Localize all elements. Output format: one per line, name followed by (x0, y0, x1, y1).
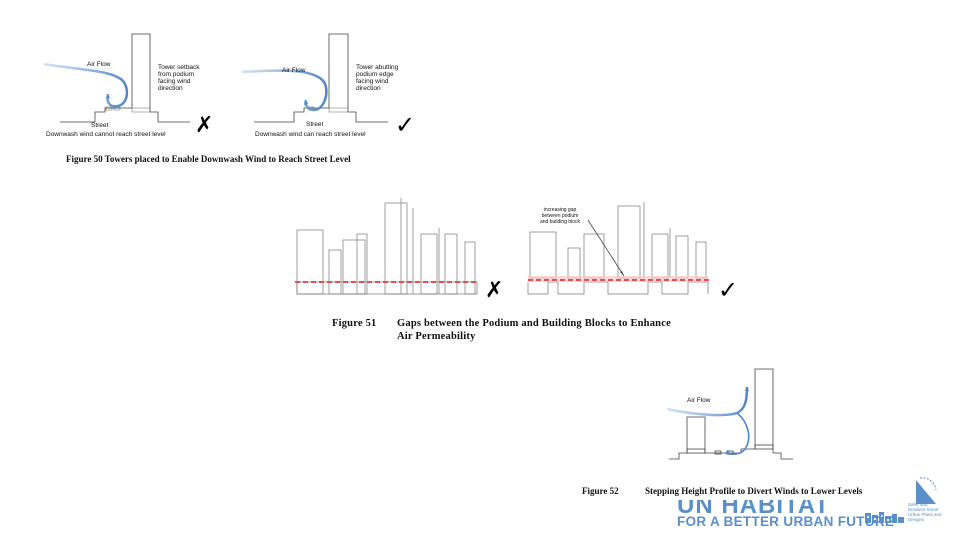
fig50-right-street-label: Street (306, 121, 324, 128)
figure-51-title-line1: Gaps between the Podium and Building Blo… (397, 318, 671, 329)
figure-50-left-diagram (43, 33, 190, 123)
figure-51-label: Figure 51 (332, 318, 377, 329)
fig52-airflow-label: Air Flow (687, 397, 711, 404)
fig51-cross-mark: ✗ (485, 278, 504, 303)
fig50-right-airflow-label: Air Flow (282, 67, 306, 74)
fig50-left-note: Tower setback from podium facing wind di… (158, 64, 200, 92)
figure-51-left-skyline (295, 198, 479, 295)
figure-52-label: Figure 52 (582, 486, 619, 496)
un-habitat-wordmark: UN HABITAT (677, 500, 831, 514)
fig51-gap-annotation: increasing gap between podium and buildi… (540, 207, 581, 225)
fig50-left-airflow-label: Air Flow (87, 61, 111, 68)
fig50-right-note: Tower abutting podium edge facing wind d… (356, 64, 399, 92)
partner-houses-icon (865, 512, 904, 523)
figure-50-title: Figure 50 Towers placed to Enable Downwa… (66, 154, 351, 164)
figure-52-diagram (666, 368, 793, 460)
fig50-right-caption: Downwash wind can reach street level (255, 131, 366, 138)
fig50-cross-mark: ✗ (195, 113, 214, 138)
un-habitat-tagline: FOR A BETTER URBAN FUTURE (677, 514, 895, 529)
figure-51-title-line2: Air Permeability (397, 331, 476, 342)
figure-51-right-skyline (527, 202, 710, 295)
fig50-left-caption: Downwash wind cannot reach street level (46, 131, 166, 138)
fig50-left-street-label: Street (91, 122, 109, 129)
figure-50-right-diagram (241, 33, 388, 123)
partner-logo: Safer and Resilient Smart Urban Plans an… (864, 476, 944, 528)
partner-sail-icon (916, 477, 937, 504)
fig51-check-mark: ✓ (718, 276, 739, 304)
partner-text: Safer and Resilient Smart Urban Plans an… (908, 502, 942, 522)
fig50-check-mark: ✓ (395, 111, 416, 139)
figure-52-title: Stepping Height Profile to Divert Winds … (645, 486, 863, 496)
un-habitat-logo: UN HABITAT (677, 500, 849, 514)
